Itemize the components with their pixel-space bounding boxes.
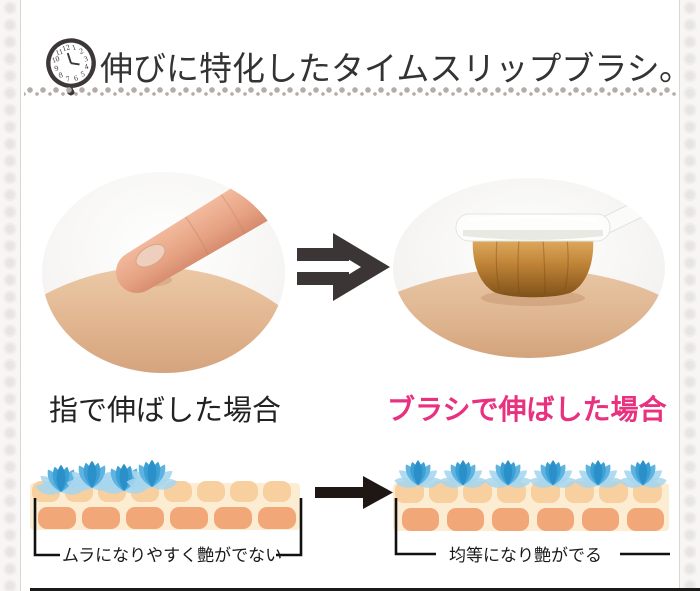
svg-text:10: 10 [51, 54, 61, 65]
svg-text:3: 3 [83, 54, 90, 64]
arrow-right-icon [315, 476, 393, 509]
diagram-even-label: 均等になり艶がでる [449, 546, 602, 565]
svg-text:1: 1 [71, 42, 78, 52]
lace-border-right [679, 0, 700, 591]
page-title: 伸びに特化したタイムスリップブラシ。 [100, 52, 693, 88]
svg-text:7: 7 [65, 74, 72, 84]
diagram-uneven-label: ムラになりやすく艶がでない [62, 546, 283, 565]
finger-caption: 指で伸ばした場合 [49, 395, 282, 427]
svg-text:9: 9 [53, 63, 60, 73]
lace-divider [24, 86, 676, 97]
svg-text:12: 12 [61, 42, 71, 53]
next-section-top-edge [30, 588, 700, 591]
svg-text:8: 8 [57, 70, 64, 80]
diagram-even-skin: 均等になり艶がでる [390, 448, 675, 565]
svg-text:5: 5 [79, 69, 86, 79]
finger-photo [42, 172, 285, 373]
svg-text:4: 4 [83, 62, 90, 72]
svg-text:6: 6 [73, 73, 80, 83]
brush-caption: ブラシで伸ばした場合 [387, 395, 667, 426]
lace-border-left [0, 0, 21, 591]
double-arrow-right-icon [297, 233, 390, 301]
diagram-uneven-skin: ムラになりやすく艶がでない [28, 450, 304, 565]
brush-photo [393, 178, 665, 358]
svg-text:2: 2 [78, 46, 85, 56]
svg-text:11: 11 [54, 47, 64, 58]
